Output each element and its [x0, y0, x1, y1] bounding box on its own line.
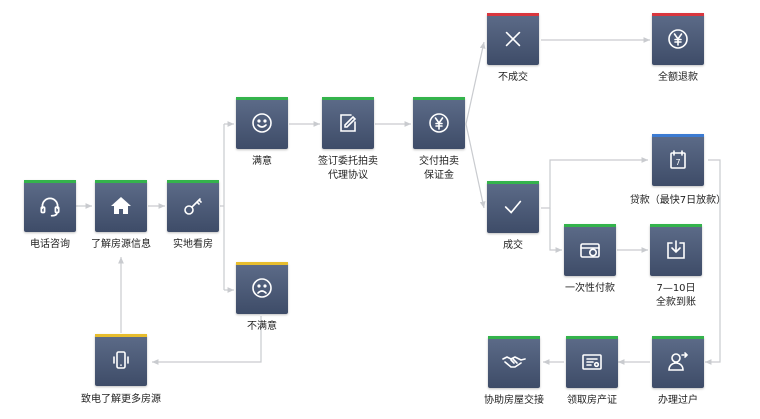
status-bar — [652, 13, 704, 16]
status-bar — [488, 336, 540, 339]
step-lump-sum-label: 一次性付款 — [565, 283, 615, 294]
step-not-satisfied-label: 不满意 — [247, 321, 277, 332]
status-bar — [564, 224, 616, 227]
step-phone-consult-label: 电话咨询 — [30, 239, 70, 250]
step-site-visit[interactable] — [167, 180, 219, 232]
label-line-2: 保证金 — [424, 170, 454, 181]
step-pay-deposit-label: 交付拍卖 保证金 — [379, 155, 499, 183]
status-bar — [24, 180, 76, 183]
status-bar — [487, 181, 539, 184]
edge-deal-to-lump — [549, 208, 562, 253]
step-deal-label: 成交 — [503, 240, 523, 251]
yen-coin-icon — [427, 111, 451, 135]
frown-icon — [250, 276, 274, 300]
status-bar — [650, 224, 702, 227]
step-sign-agreement-label: 签订委托拍卖 代理协议 — [288, 155, 408, 183]
status-bar — [652, 336, 704, 339]
step-phone-consult[interactable] — [24, 180, 76, 232]
check-icon — [502, 196, 524, 218]
user-transfer-icon — [666, 350, 690, 374]
download-tray-icon — [664, 238, 688, 262]
step-handover[interactable] — [488, 336, 540, 388]
step-full-refund[interactable] — [652, 13, 704, 65]
edge-visit-split — [220, 124, 225, 290]
step-deal[interactable] — [487, 181, 539, 233]
smile-icon — [250, 111, 274, 135]
step-full-arrival-label: 7—10日 全款到账 — [616, 282, 736, 310]
label-line-2: 代理协议 — [328, 170, 368, 181]
status-bar — [167, 180, 219, 183]
step-loan[interactable]: 7 — [652, 134, 704, 186]
step-satisfied[interactable] — [236, 97, 288, 149]
step-property-cert[interactable] — [566, 336, 618, 388]
phone-vibrate-icon — [109, 348, 133, 372]
status-bar — [566, 336, 618, 339]
step-not-satisfied[interactable] — [236, 262, 288, 314]
handshake-icon — [501, 350, 527, 374]
edge-deposit-to-no-deal — [465, 41, 486, 125]
step-no-deal-label: 不成交 — [498, 72, 528, 83]
step-full-refund-label: 全额退款 — [658, 72, 698, 83]
step-handover-label: 协助房屋交接 — [484, 395, 544, 406]
label-line-2: 全款到账 — [656, 297, 696, 308]
edge-deal-to-loan — [541, 157, 648, 209]
label-line-1: 交付拍卖 — [419, 156, 459, 167]
calendar-icon: 7 — [666, 148, 690, 172]
card-yen-icon — [578, 238, 602, 262]
signature-icon — [336, 111, 360, 135]
step-learn-listing[interactable] — [95, 180, 147, 232]
status-bar — [236, 262, 288, 265]
edge-loan-to-transfer — [705, 159, 721, 365]
step-learn-listing-label: 了解房源信息 — [91, 239, 151, 250]
step-transfer[interactable] — [652, 336, 704, 388]
step-lump-sum[interactable] — [564, 224, 616, 276]
status-bar — [95, 334, 147, 337]
label-line-1: 7—10日 — [656, 283, 696, 294]
step-full-arrival[interactable] — [650, 224, 702, 276]
step-property-cert-label: 领取房产证 — [567, 395, 617, 406]
house-icon — [109, 194, 133, 218]
step-loan-label: 贷款（最快7日放款） — [629, 195, 727, 206]
yen-coin-icon — [666, 27, 690, 51]
status-bar — [652, 134, 704, 137]
step-transfer-label: 办理过户 — [658, 395, 698, 406]
step-satisfied-label: 满意 — [252, 156, 272, 167]
edge-deposit-to-deal — [465, 123, 486, 209]
certificate-icon — [580, 350, 604, 374]
step-site-visit-label: 实地看房 — [173, 239, 213, 250]
key-icon — [181, 194, 205, 218]
label-line-1: 签订委托拍卖 — [318, 156, 378, 167]
status-bar — [322, 97, 374, 100]
status-bar — [95, 180, 147, 183]
step-sign-agreement[interactable] — [322, 97, 374, 149]
status-bar — [413, 97, 465, 100]
status-bar — [487, 13, 539, 16]
edge-not-satisfied-to-more — [152, 316, 262, 365]
step-no-deal[interactable] — [487, 13, 539, 65]
step-more-listings[interactable] — [95, 334, 147, 386]
x-icon — [502, 28, 524, 50]
calendar-day-number: 7 — [675, 158, 680, 167]
step-pay-deposit[interactable] — [413, 97, 465, 149]
status-bar — [236, 97, 288, 100]
step-more-listings-label: 致电了解更多房源 — [81, 394, 161, 405]
headset-icon — [37, 193, 63, 219]
